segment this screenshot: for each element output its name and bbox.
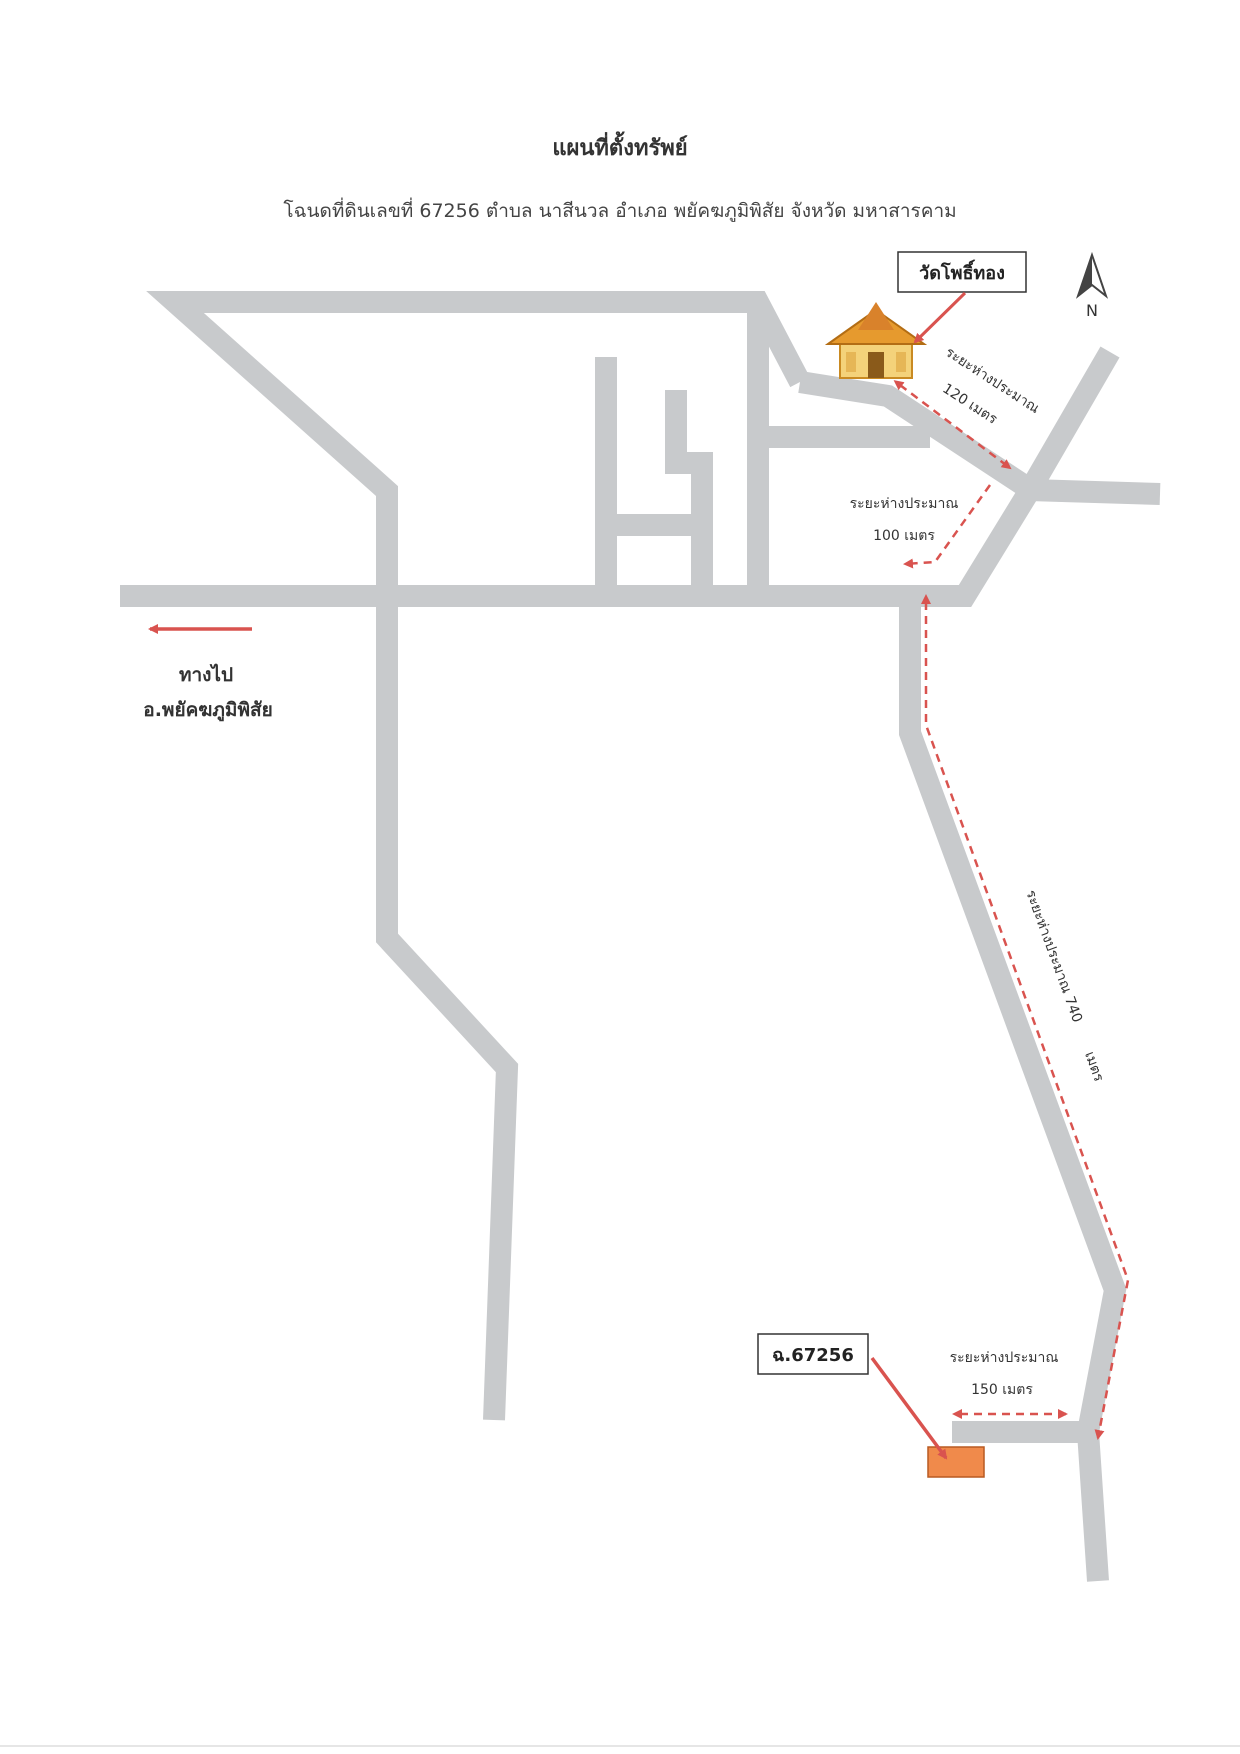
road-northeast	[1011, 346, 1161, 505]
distance-arrow-120	[893, 380, 1012, 470]
distance-arrow-740	[921, 594, 1130, 1440]
temple-label-box	[897, 251, 1027, 293]
north-label: N	[1086, 301, 1098, 320]
parcel-marker	[927, 1446, 985, 1478]
distance-value-150: 150 เมตร	[971, 1382, 1033, 1398]
direction-label-line2: อ.พยัคฆภูมิพิสัย	[143, 699, 272, 722]
distance-label-100: ระยะห่างประมาณ	[850, 496, 959, 512]
temple-icon	[824, 302, 928, 379]
road-northwest	[146, 291, 810, 596]
temple-name: วัดโพธิ์ทอง	[919, 259, 1005, 284]
road-southwest	[376, 596, 519, 1421]
parcel-pointer-arrow	[870, 1356, 948, 1460]
map-subtitle: โฉนดที่ดินเลขที่ 67256 ตำบล นาสีนวล อำเภ…	[283, 197, 956, 222]
direction-label-line1: ทางไป	[179, 663, 233, 686]
road-inner-2	[665, 390, 713, 596]
map-title: แผนที่ตั้งทรัพย์	[552, 131, 687, 161]
parcel-label-box	[757, 1333, 869, 1375]
distance-value-100: 100 เมตร	[873, 528, 935, 544]
temple-pointer-arrow	[913, 291, 967, 344]
distance-arrow-100	[903, 484, 992, 569]
road-southeast	[899, 596, 1127, 1582]
distance-label-150: ระยะห่างประมาณ	[950, 1350, 1059, 1366]
distance-label-740: ระยะห่างประมาณ 740	[1022, 888, 1085, 1025]
distance-value-740: เมตร	[1081, 1050, 1107, 1085]
distance-label-120: ระยะห่างประมาณ	[942, 344, 1042, 417]
north-arrow-icon: N	[1075, 251, 1109, 320]
parcel-name: ฉ.67256	[772, 1345, 854, 1366]
